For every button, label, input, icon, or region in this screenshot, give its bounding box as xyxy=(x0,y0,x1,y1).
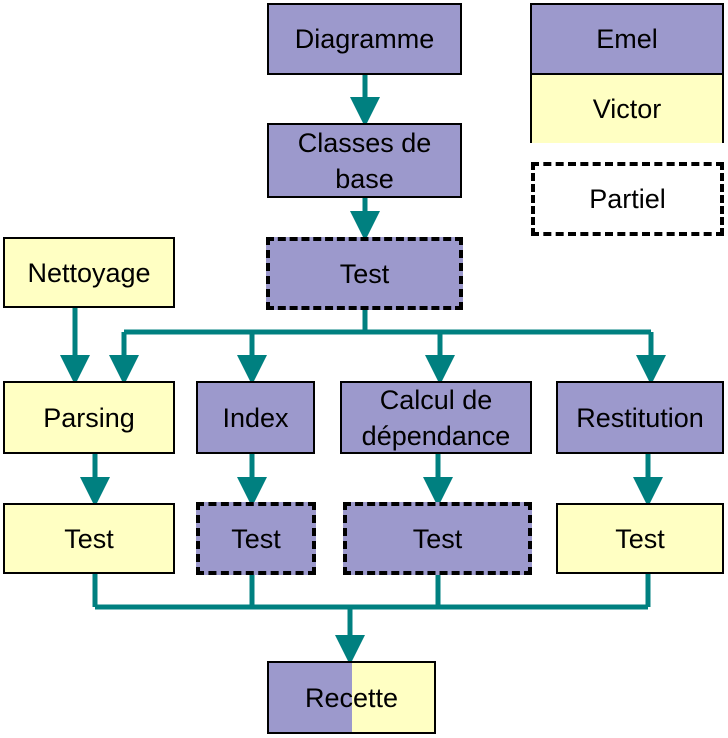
node-test-index: Test xyxy=(196,502,316,575)
legend-emel: Emel xyxy=(532,5,722,75)
node-restitution-label: Restitution xyxy=(576,402,704,433)
node-test-top: Test xyxy=(266,237,463,310)
node-test-calcul-label: Test xyxy=(412,523,463,554)
node-test-restitution-label: Test xyxy=(615,523,665,554)
node-test-index-label: Test xyxy=(231,523,281,554)
node-index-label: Index xyxy=(222,402,289,433)
node-nettoyage: Nettoyage xyxy=(3,237,175,308)
node-calcul-label-line1: Calcul de xyxy=(379,384,493,415)
node-diagramme: Diagramme xyxy=(267,3,462,75)
node-test-parsing: Test xyxy=(3,503,175,574)
legend-partiel-label: Partiel xyxy=(589,183,666,214)
node-calcul-label-line2: dépendance xyxy=(361,420,511,451)
legend-owner-box: Emel Victor xyxy=(530,3,724,143)
node-nettoyage-label: Nettoyage xyxy=(27,257,151,288)
node-parsing-label: Parsing xyxy=(43,402,135,433)
node-test-top-label: Test xyxy=(339,258,390,289)
node-index: Index xyxy=(196,381,315,454)
node-test-restitution: Test xyxy=(556,503,724,574)
node-recette-label: Recette xyxy=(304,682,399,713)
legend-partiel: Partiel xyxy=(531,162,724,236)
legend-victor: Victor xyxy=(532,75,722,143)
node-parsing: Parsing xyxy=(3,381,175,454)
node-test-calcul: Test xyxy=(343,502,532,575)
legend-victor-label: Victor xyxy=(592,93,662,124)
node-classes-label-line1: Classes de xyxy=(297,127,432,158)
node-test-parsing-label: Test xyxy=(64,523,114,554)
node-diagramme-label: Diagramme xyxy=(294,24,435,54)
node-classes-label-line2: base xyxy=(335,163,394,194)
node-recette: Recette xyxy=(267,661,436,734)
node-restitution: Restitution xyxy=(556,381,724,454)
node-calcul-de-dependance: Calcul de dépendance xyxy=(340,381,532,454)
node-classes-de-base: Classes de base xyxy=(267,123,462,198)
legend-emel-label: Emel xyxy=(596,23,658,54)
